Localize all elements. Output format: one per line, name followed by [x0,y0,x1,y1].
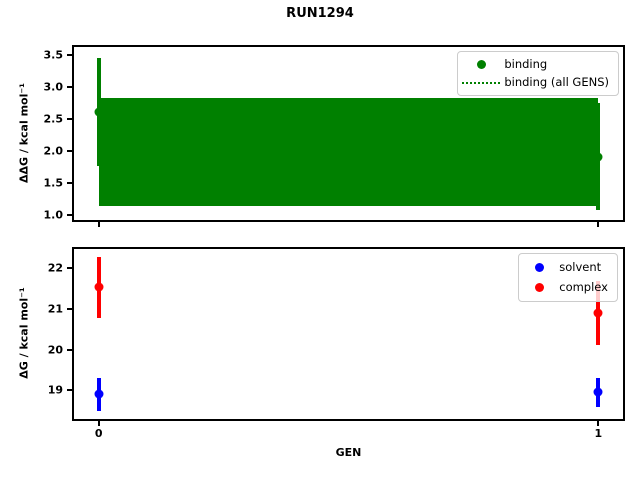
y-tick-label: 21 [47,302,63,316]
legend-label-binding-all-gens: binding (all GENS) [504,75,609,90]
y-tick-mark [67,86,72,89]
y-tick-label: 20 [47,343,63,357]
y-tick-mark [67,54,72,57]
y-tick-mark [67,266,72,269]
y-tick-label: 1.0 [43,208,64,222]
x-tick-mark [97,222,100,227]
data-point-complex [593,308,603,318]
data-point-complex [94,282,104,292]
data-point-binding [593,152,603,162]
ylabel-dg: ΔG / kcal mol⁻¹ [17,287,31,379]
y-tick-label: 19 [47,383,63,397]
y-tick-mark [67,307,72,310]
axes-binding: binding binding (all GENS) 1.0 1.5 2.0 2.5 3… [44,45,625,227]
legend-label-complex: complex [559,280,608,295]
y-tick-label: 2.5 [43,112,64,126]
legend-handle-cell [458,59,504,69]
figure-title: RUN1294 [286,6,354,21]
x-tick-label: 1 [594,427,603,440]
x-tick-mark [597,222,600,227]
legend-dg: solvent complex [518,253,618,302]
data-point-solvent [94,389,104,399]
legend-handle-cell [458,81,504,84]
x-tick-mark [97,421,100,426]
y-tick-mark [67,150,72,153]
all-gens-uncertainty-band [98,98,599,206]
y-tick-label: 22 [47,261,63,275]
y-tick-label: 1.5 [43,176,64,190]
y-tick-mark [67,213,72,216]
ylabel-ddg: ΔΔG / kcal mol⁻¹ [17,82,31,184]
legend-binding: binding binding (all GENS) [457,51,619,96]
solvent-marker-icon [534,262,544,272]
y-tick-label: 2.0 [43,144,64,158]
y-tick-mark [67,118,72,121]
y-tick-label: 3.5 [43,48,64,62]
plot-area-binding [74,47,623,220]
data-point-binding [94,107,104,117]
legend-handle-cell [519,262,559,272]
x-tick-label: 0 [94,427,103,440]
xlabel-gen: GEN [335,446,362,459]
legend-handle-cell [519,283,559,293]
y-tick-mark [67,181,72,184]
complex-marker-icon [534,283,544,293]
y-tick-mark [67,348,72,351]
legend-label-solvent: solvent [559,260,602,274]
y-tick-label: 3.0 [43,80,64,94]
legend-label-binding: binding [504,57,548,71]
y-tick-mark [67,389,72,392]
data-point-solvent [593,387,603,397]
plot-area-dg [74,249,623,419]
binding-marker-icon [476,59,486,69]
x-tick-mark [597,421,600,426]
axes-dg: solvent complex GEN 19 20 21 22 0 1 [48,247,625,459]
binding-all-gens-dotted-line-icon [462,81,501,84]
